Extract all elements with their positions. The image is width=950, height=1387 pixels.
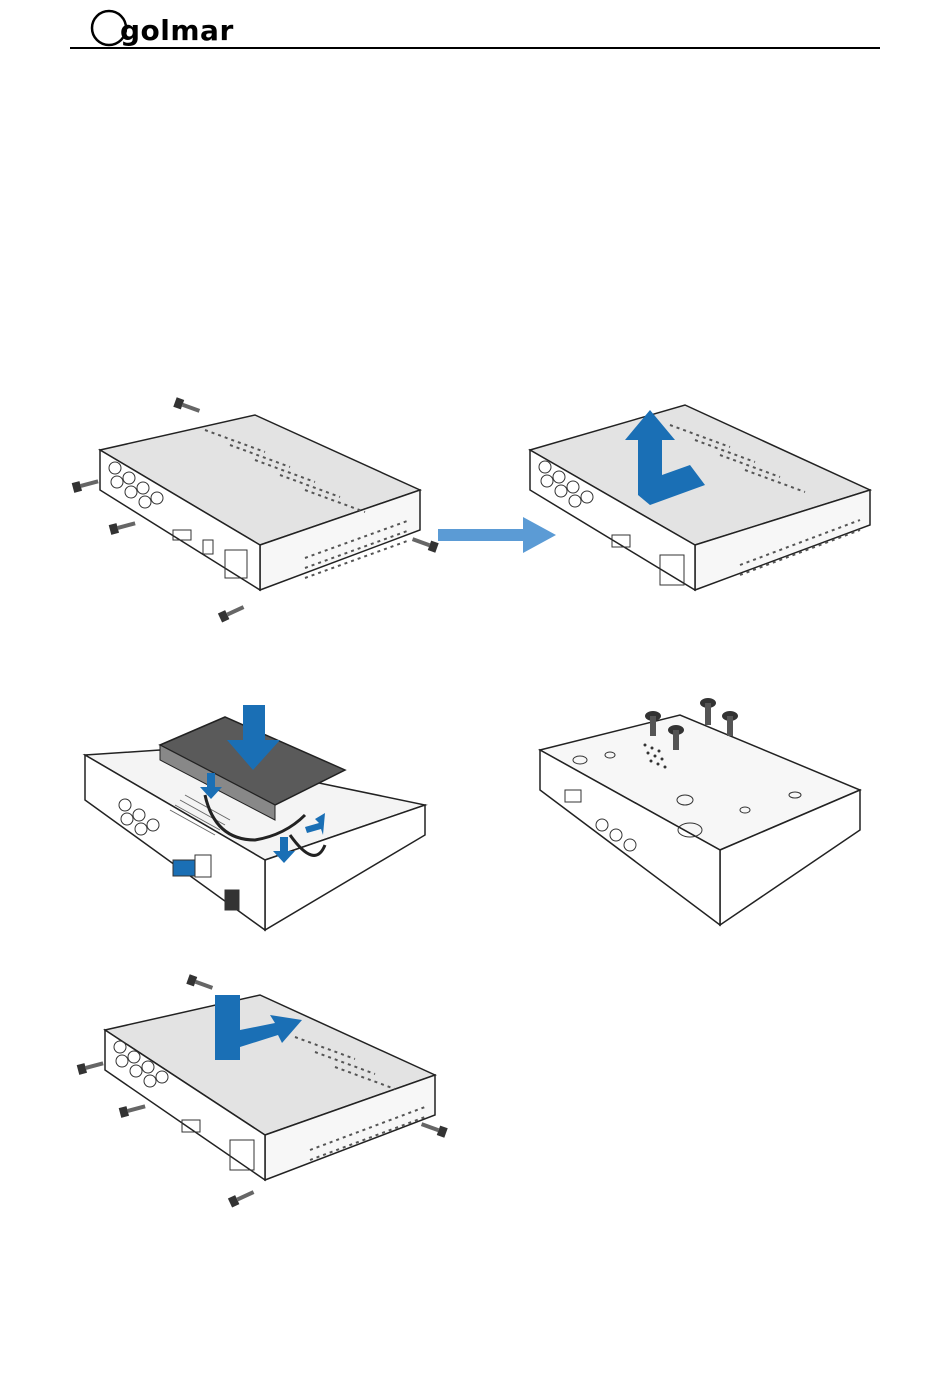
page-header: golmar <box>70 6 880 50</box>
screw-icon <box>186 974 214 992</box>
screw-icon <box>411 534 439 552</box>
dvr-unit <box>105 995 435 1180</box>
dvr-unit <box>100 415 420 590</box>
figure-connect-hdd <box>75 695 435 935</box>
header-divider <box>70 47 880 49</box>
figure-remove-screws <box>65 390 450 630</box>
figure-slide-cover-off <box>520 395 885 630</box>
screw-icon <box>119 1101 147 1117</box>
screw-icon <box>72 476 100 492</box>
dvr-unit <box>530 405 870 590</box>
golmar-logo: golmar <box>90 8 280 50</box>
screw-icon <box>77 1058 105 1074</box>
screw-icon <box>109 518 137 534</box>
screw-icon <box>218 602 246 622</box>
screw-icon <box>228 1187 256 1207</box>
figure-replace-cover <box>70 975 455 1220</box>
chassis-underside <box>540 715 860 925</box>
figure-fix-hdd-screws <box>530 690 870 930</box>
brand-text: golmar <box>120 14 234 47</box>
screw-icon <box>420 1119 448 1137</box>
screw-icon <box>173 397 201 415</box>
